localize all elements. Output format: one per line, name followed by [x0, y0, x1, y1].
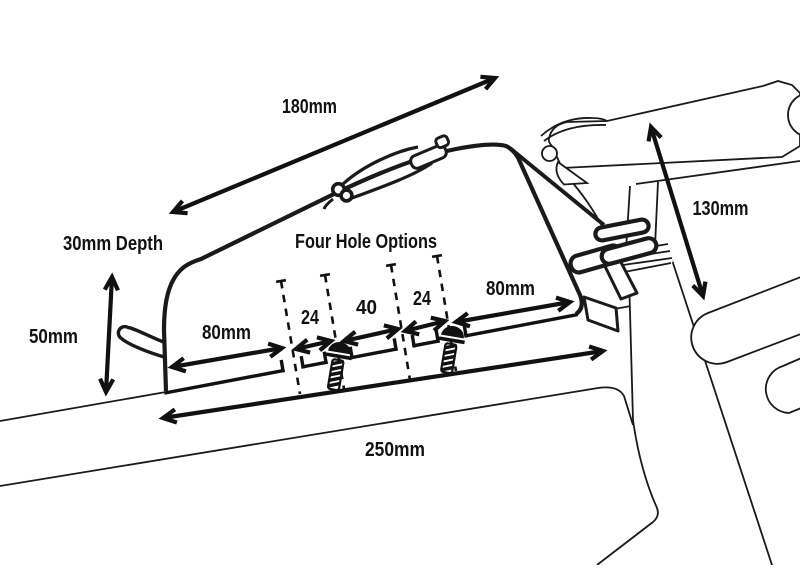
svg-text:130mm: 130mm	[693, 197, 749, 220]
svg-text:Four Hole Options: Four Hole Options	[295, 230, 437, 253]
svg-text:40: 40	[356, 296, 377, 319]
svg-text:24: 24	[413, 287, 431, 310]
svg-text:30mm Depth: 30mm Depth	[63, 232, 163, 255]
svg-text:24: 24	[301, 306, 319, 329]
svg-text:80mm: 80mm	[486, 277, 535, 300]
svg-text:50mm: 50mm	[29, 325, 78, 348]
svg-text:80mm: 80mm	[202, 321, 251, 344]
svg-text:250mm: 250mm	[365, 438, 425, 461]
svg-text:180mm: 180mm	[282, 95, 337, 118]
